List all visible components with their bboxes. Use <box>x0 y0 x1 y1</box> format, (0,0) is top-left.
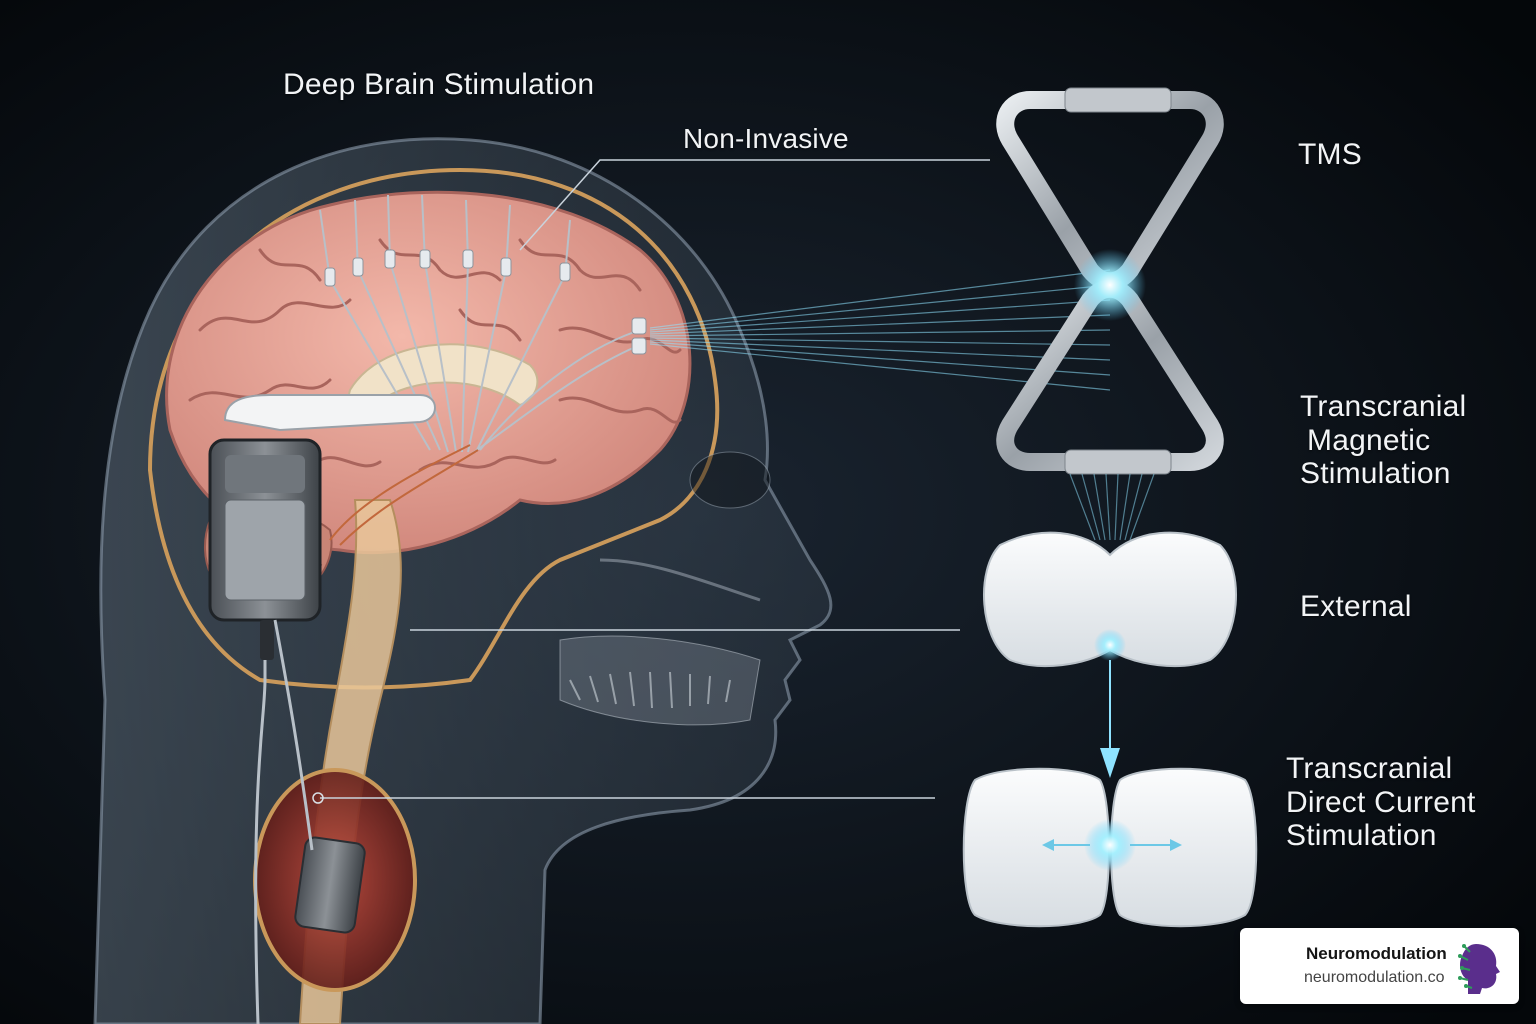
transcranial-magnetic-stimulation-label: Transcranial Magnetic Stimulation <box>1300 390 1466 491</box>
tdcs-line-1: Transcranial <box>1286 752 1453 785</box>
callout-dot <box>312 792 324 804</box>
tms-line-1: Transcranial <box>1300 390 1467 423</box>
brand-logo-icon <box>1458 944 1500 994</box>
callout-lines <box>320 159 990 799</box>
tms-line-2: Magnetic <box>1307 423 1431 457</box>
brand-card[interactable]: Neuromodulation neuromodulation.co <box>1240 928 1519 1004</box>
deep-brain-stimulation-label: Deep Brain Stimulation <box>283 68 595 101</box>
external-label: External <box>1300 590 1412 623</box>
non-invasive-label: Non-Invasive <box>683 123 849 154</box>
implant-leads-colored <box>329 444 479 546</box>
brand-name: Neuromodulation <box>1306 944 1447 963</box>
transcranial-direct-current-stimulation-label: Transcranial Direct Current Stimulation <box>1286 752 1476 853</box>
tms-coil <box>996 87 1224 475</box>
down-arrow <box>1100 660 1120 778</box>
electrode-contacts <box>324 249 647 355</box>
tms-label: TMS <box>1298 138 1362 171</box>
coil-to-pad-beams <box>1069 473 1155 541</box>
tdcs-line-3: Stimulation <box>1286 819 1437 853</box>
tdcs-line-2: Direct Current <box>1286 785 1476 819</box>
external-pad <box>983 531 1237 668</box>
neck-implant-region <box>253 768 417 992</box>
tms-line-3: Stimulation <box>1300 457 1451 491</box>
tdcs-pads <box>962 767 1258 928</box>
brand-url: neuromodulation.co <box>1304 969 1445 986</box>
tms-beams <box>649 269 1111 391</box>
pulse-generator <box>208 394 436 1024</box>
